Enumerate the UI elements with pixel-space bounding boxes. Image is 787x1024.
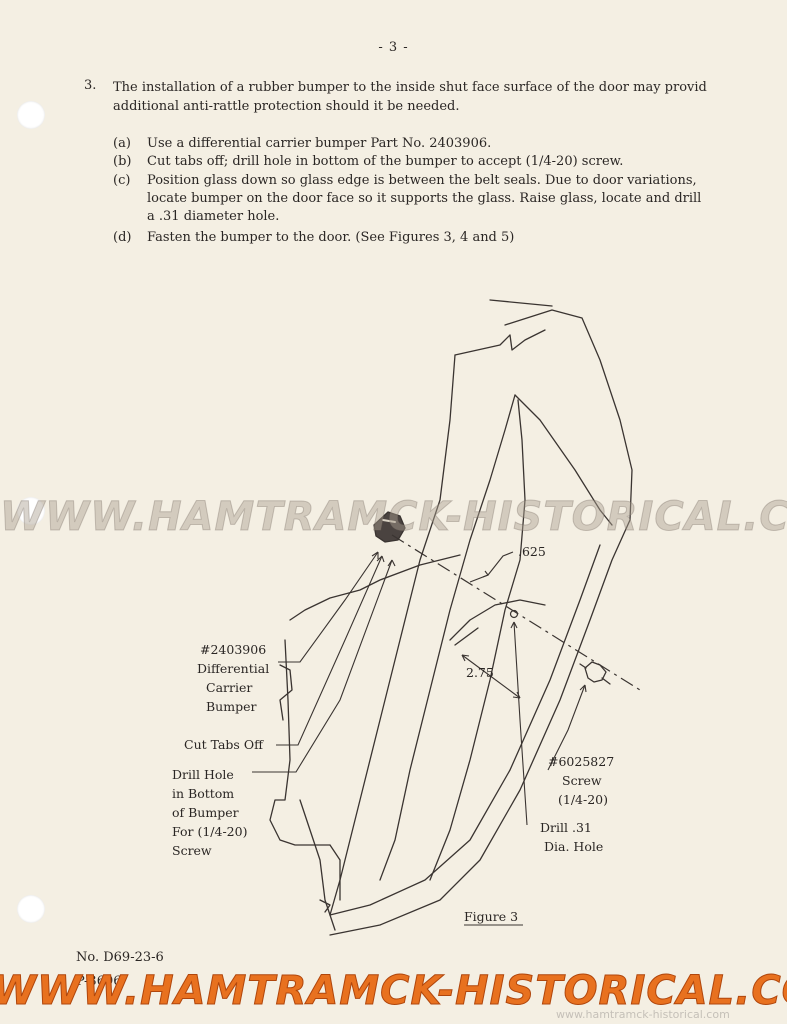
shut-face-bottom (299, 799, 336, 931)
drill-hole-label-line-2: Dia. Hole (544, 839, 603, 854)
shut-face-left (289, 554, 461, 621)
screw-label-line-1: #6025827 (548, 754, 614, 769)
watermark-middle: WWW.HAMTRAMCK-HISTORICAL.COM (0, 494, 787, 541)
binder-hole-top (17, 101, 45, 129)
bumper-leader-arrow (371, 551, 379, 559)
figure-caption: Figure 3 (464, 909, 518, 924)
screw-leader-arrow (579, 684, 587, 693)
binder-hole-bottom (17, 895, 45, 923)
shut-face-mid (279, 664, 293, 721)
drill-bottom-label-line-1: Drill Hole (172, 767, 234, 782)
door-top-notch (454, 329, 546, 356)
bumper-label-line-3: Carrier (206, 680, 252, 695)
shut-face-lower (269, 639, 331, 846)
dim-275-line (461, 654, 521, 699)
bumper-label-line-2: Differential (197, 661, 269, 676)
step-letter: (c) (113, 173, 131, 188)
bumper-label-line-4: Bumper (206, 699, 256, 714)
dim-625-leader (469, 551, 514, 583)
step-text: Cut tabs off; drill hole in bottom of th… (147, 154, 624, 169)
step-text: Fasten the bumper to the door. (See Figu… (147, 230, 515, 245)
cut-tabs-label: Cut Tabs Off (184, 737, 264, 752)
binder-hole-middle (17, 497, 45, 525)
step-letter: (a) (113, 136, 131, 151)
step-text: Use a differential carrier bumper Part N… (147, 136, 492, 151)
door-inner-edge (329, 394, 613, 916)
pillar-line-1 (329, 354, 456, 916)
drill-bottom-leader (252, 559, 393, 773)
step-letter: (d) (113, 230, 132, 245)
screw-label-line-2: Screw (562, 773, 602, 788)
pillar-line-2 (379, 394, 516, 881)
part-number: P-3696 (76, 974, 122, 989)
dim-625-arrow (482, 570, 489, 578)
drill-bottom-label-line-3: of Bumper (172, 805, 239, 820)
step-text: Position glass down so glass edge is bet… (147, 173, 702, 224)
belt-seal (449, 599, 546, 646)
drill-hole-label-line-1: Drill .31 (540, 820, 592, 835)
item-intro-text: The installation of a rubber bumper to t… (113, 80, 707, 114)
drill-bottom-arrow (387, 559, 396, 567)
item-number: 3. (84, 78, 97, 93)
cut-tabs-leader (276, 555, 383, 746)
document-number: No. D69-23-6 (76, 950, 164, 965)
door-outer-edge (329, 299, 633, 936)
bumper-label-line-1: #2403906 (200, 642, 266, 657)
page-number: - 3 - (378, 40, 409, 55)
bumper-body (373, 511, 406, 543)
screw-leader (547, 684, 586, 771)
drill-hole-mark (509, 609, 519, 619)
drill-hole-leader (513, 621, 528, 826)
bumper-highlight (382, 519, 396, 523)
drill-hole-leader-arrow (510, 621, 518, 629)
step-letter: (b) (113, 154, 132, 169)
drill-bottom-label-line-5: Screw (172, 843, 212, 858)
watermark-bottom: WWW.HAMTRAMCK-HISTORICAL.COM (0, 968, 787, 1015)
dim-275-label: 2.75 (466, 665, 494, 680)
drill-bottom-label-line-2: in Bottom (172, 786, 234, 801)
centerline (391, 534, 641, 691)
bumper-leader (278, 551, 379, 663)
dim-625-label: .625 (518, 544, 546, 559)
pillar-line-3 (429, 399, 526, 881)
drill-bottom-label-line-4: For (1/4-20) (172, 824, 247, 839)
dim-275-arrow-1 (461, 654, 470, 662)
shut-face-edge (319, 844, 341, 913)
watermark-small: www.hamtramck-historical.com (556, 1008, 730, 1021)
screw-label-line-3: (1/4-20) (558, 792, 608, 807)
cut-tabs-arrow (376, 555, 385, 563)
screw (579, 661, 611, 685)
